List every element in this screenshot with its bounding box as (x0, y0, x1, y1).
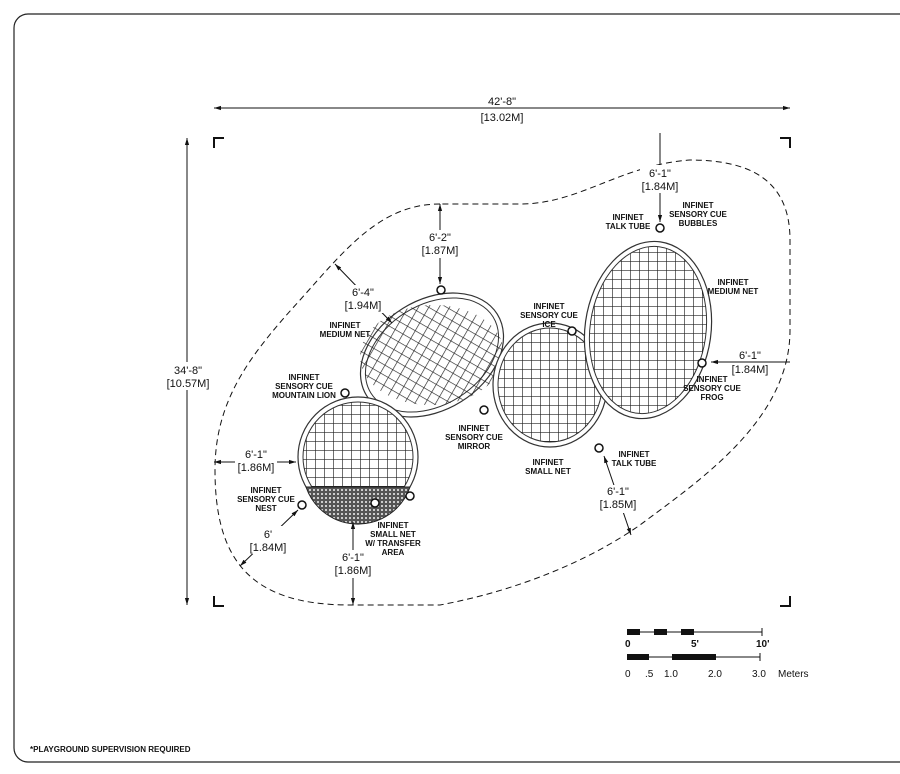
scale-m-1: 1.0 (664, 669, 678, 680)
dim-bottom-imperial: 6'-1" (342, 552, 364, 564)
dim-right-imperial: 6'-1" (739, 350, 761, 362)
dim-top-center-imperial: 6'-2" (429, 232, 451, 244)
medium-net-left (358, 292, 506, 418)
scale-feet-10: 10' (756, 639, 770, 650)
scale-m-0: 0 (625, 669, 631, 680)
dim-top-right-metric: [1.84M] (642, 181, 679, 193)
overall-width-imperial: 42'-8" (488, 96, 516, 108)
dim-top-right-imperial: 6'-1" (649, 168, 671, 180)
overall-depth-metric: [10.57M] (167, 378, 210, 390)
scale-feet-5: 5' (691, 639, 699, 650)
scale-bar: 0 5' 10' 0 .5 1.0 2.0 3.0 Meters (625, 628, 809, 680)
scale-m-2: 2.0 (708, 669, 722, 680)
sensory-cue-posts (297, 223, 707, 510)
dim-top-center-metric: [1.87M] (422, 245, 459, 257)
overall-depth-imperial: 34'-8" (174, 365, 202, 377)
clearance-dimensions: 6'-1" [1.84M] 6'-2" [1.87M] 6'-4" [1.94M… (214, 133, 790, 605)
corner-marks (213, 137, 791, 607)
scale-meters-unit: Meters (778, 669, 809, 680)
overall-width-metric: [13.02M] (481, 112, 524, 124)
scale-m-05: .5 (645, 669, 654, 680)
small-net-transfer (297, 396, 419, 525)
dim-bottom-left-metric: [1.84M] (250, 542, 287, 554)
dim-right-metric: [1.84M] (732, 364, 769, 376)
dim-left-metric: [1.86M] (238, 462, 275, 474)
dim-bottom-right-metric: [1.85M] (600, 499, 637, 511)
scale-feet-0: 0 (625, 639, 631, 650)
dim-top-left-metric: [1.94M] (345, 300, 382, 312)
dim-bottom-right-imperial: 6'-1" (607, 486, 629, 498)
small-net-middle (492, 322, 608, 448)
drawing-frame (13, 13, 900, 763)
dim-left-imperial: 6'-1" (245, 449, 267, 461)
dim-bottom-metric: [1.86M] (335, 565, 372, 577)
supervision-note: *PLAYGROUND SUPERVISION REQUIRED (30, 745, 191, 754)
dim-top-left-imperial: 6'-4" (352, 287, 374, 299)
dim-bottom-left-imperial: 6' (264, 529, 272, 541)
use-zone-boundary (214, 159, 791, 606)
scale-m-3: 3.0 (752, 669, 766, 680)
